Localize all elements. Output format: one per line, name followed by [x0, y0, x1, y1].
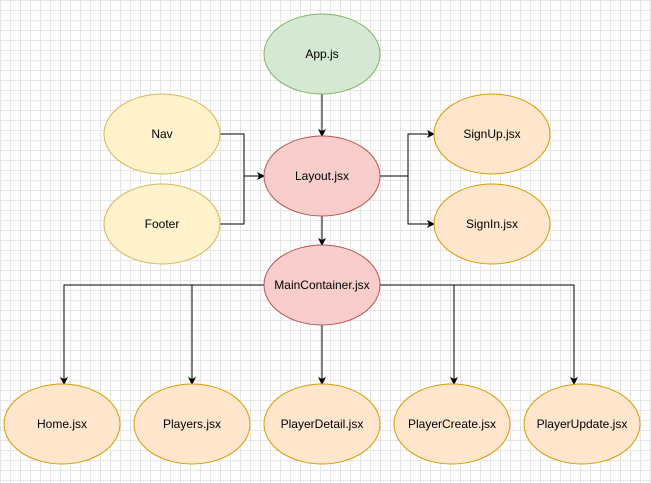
node-signin[interactable]: SignIn.jsx [433, 183, 551, 265]
edge-main-to-update [380, 284, 578, 385]
node-detail-label: PlayerDetail.jsx [281, 417, 364, 431]
edges-layer [60, 94, 578, 385]
node-detail[interactable]: PlayerDetail.jsx [263, 383, 381, 465]
edge-main-to-create [380, 284, 458, 385]
node-update[interactable]: PlayerUpdate.jsx [523, 383, 641, 465]
edge-footer-to-layout [220, 172, 265, 225]
node-create-label: PlayerCreate.jsx [408, 417, 496, 431]
nodes-layer: App.js Nav Footer Layout.jsx SignUp.jsx … [3, 13, 641, 465]
edge-layout-to-signin [380, 175, 435, 228]
node-create[interactable]: PlayerCreate.jsx [393, 383, 511, 465]
node-nav-label: Nav [151, 127, 172, 141]
node-layout[interactable]: Layout.jsx [263, 135, 381, 217]
edge-nav-to-layout [220, 133, 264, 177]
node-home[interactable]: Home.jsx [3, 383, 121, 465]
edge-main-to-players [188, 284, 264, 385]
node-signin-label: SignIn.jsx [466, 217, 518, 231]
node-players[interactable]: Players.jsx [133, 383, 251, 465]
node-players-label: Players.jsx [163, 417, 221, 431]
node-signup[interactable]: SignUp.jsx [433, 93, 551, 175]
edge-layout-to-signup [380, 130, 435, 177]
node-footer-label: Footer [145, 217, 180, 231]
edge-main-to-home [60, 284, 264, 385]
node-footer[interactable]: Footer [103, 183, 221, 265]
node-signup-label: SignUp.jsx [463, 127, 520, 141]
node-nav[interactable]: Nav [103, 93, 221, 175]
node-layout-label: Layout.jsx [295, 169, 349, 183]
node-app-label: App.js [305, 47, 338, 61]
node-app[interactable]: App.js [263, 13, 381, 95]
node-home-label: Home.jsx [37, 417, 87, 431]
node-main-label: MainContainer.jsx [274, 278, 369, 292]
node-main[interactable]: MainContainer.jsx [263, 244, 381, 326]
node-update-label: PlayerUpdate.jsx [537, 417, 628, 431]
